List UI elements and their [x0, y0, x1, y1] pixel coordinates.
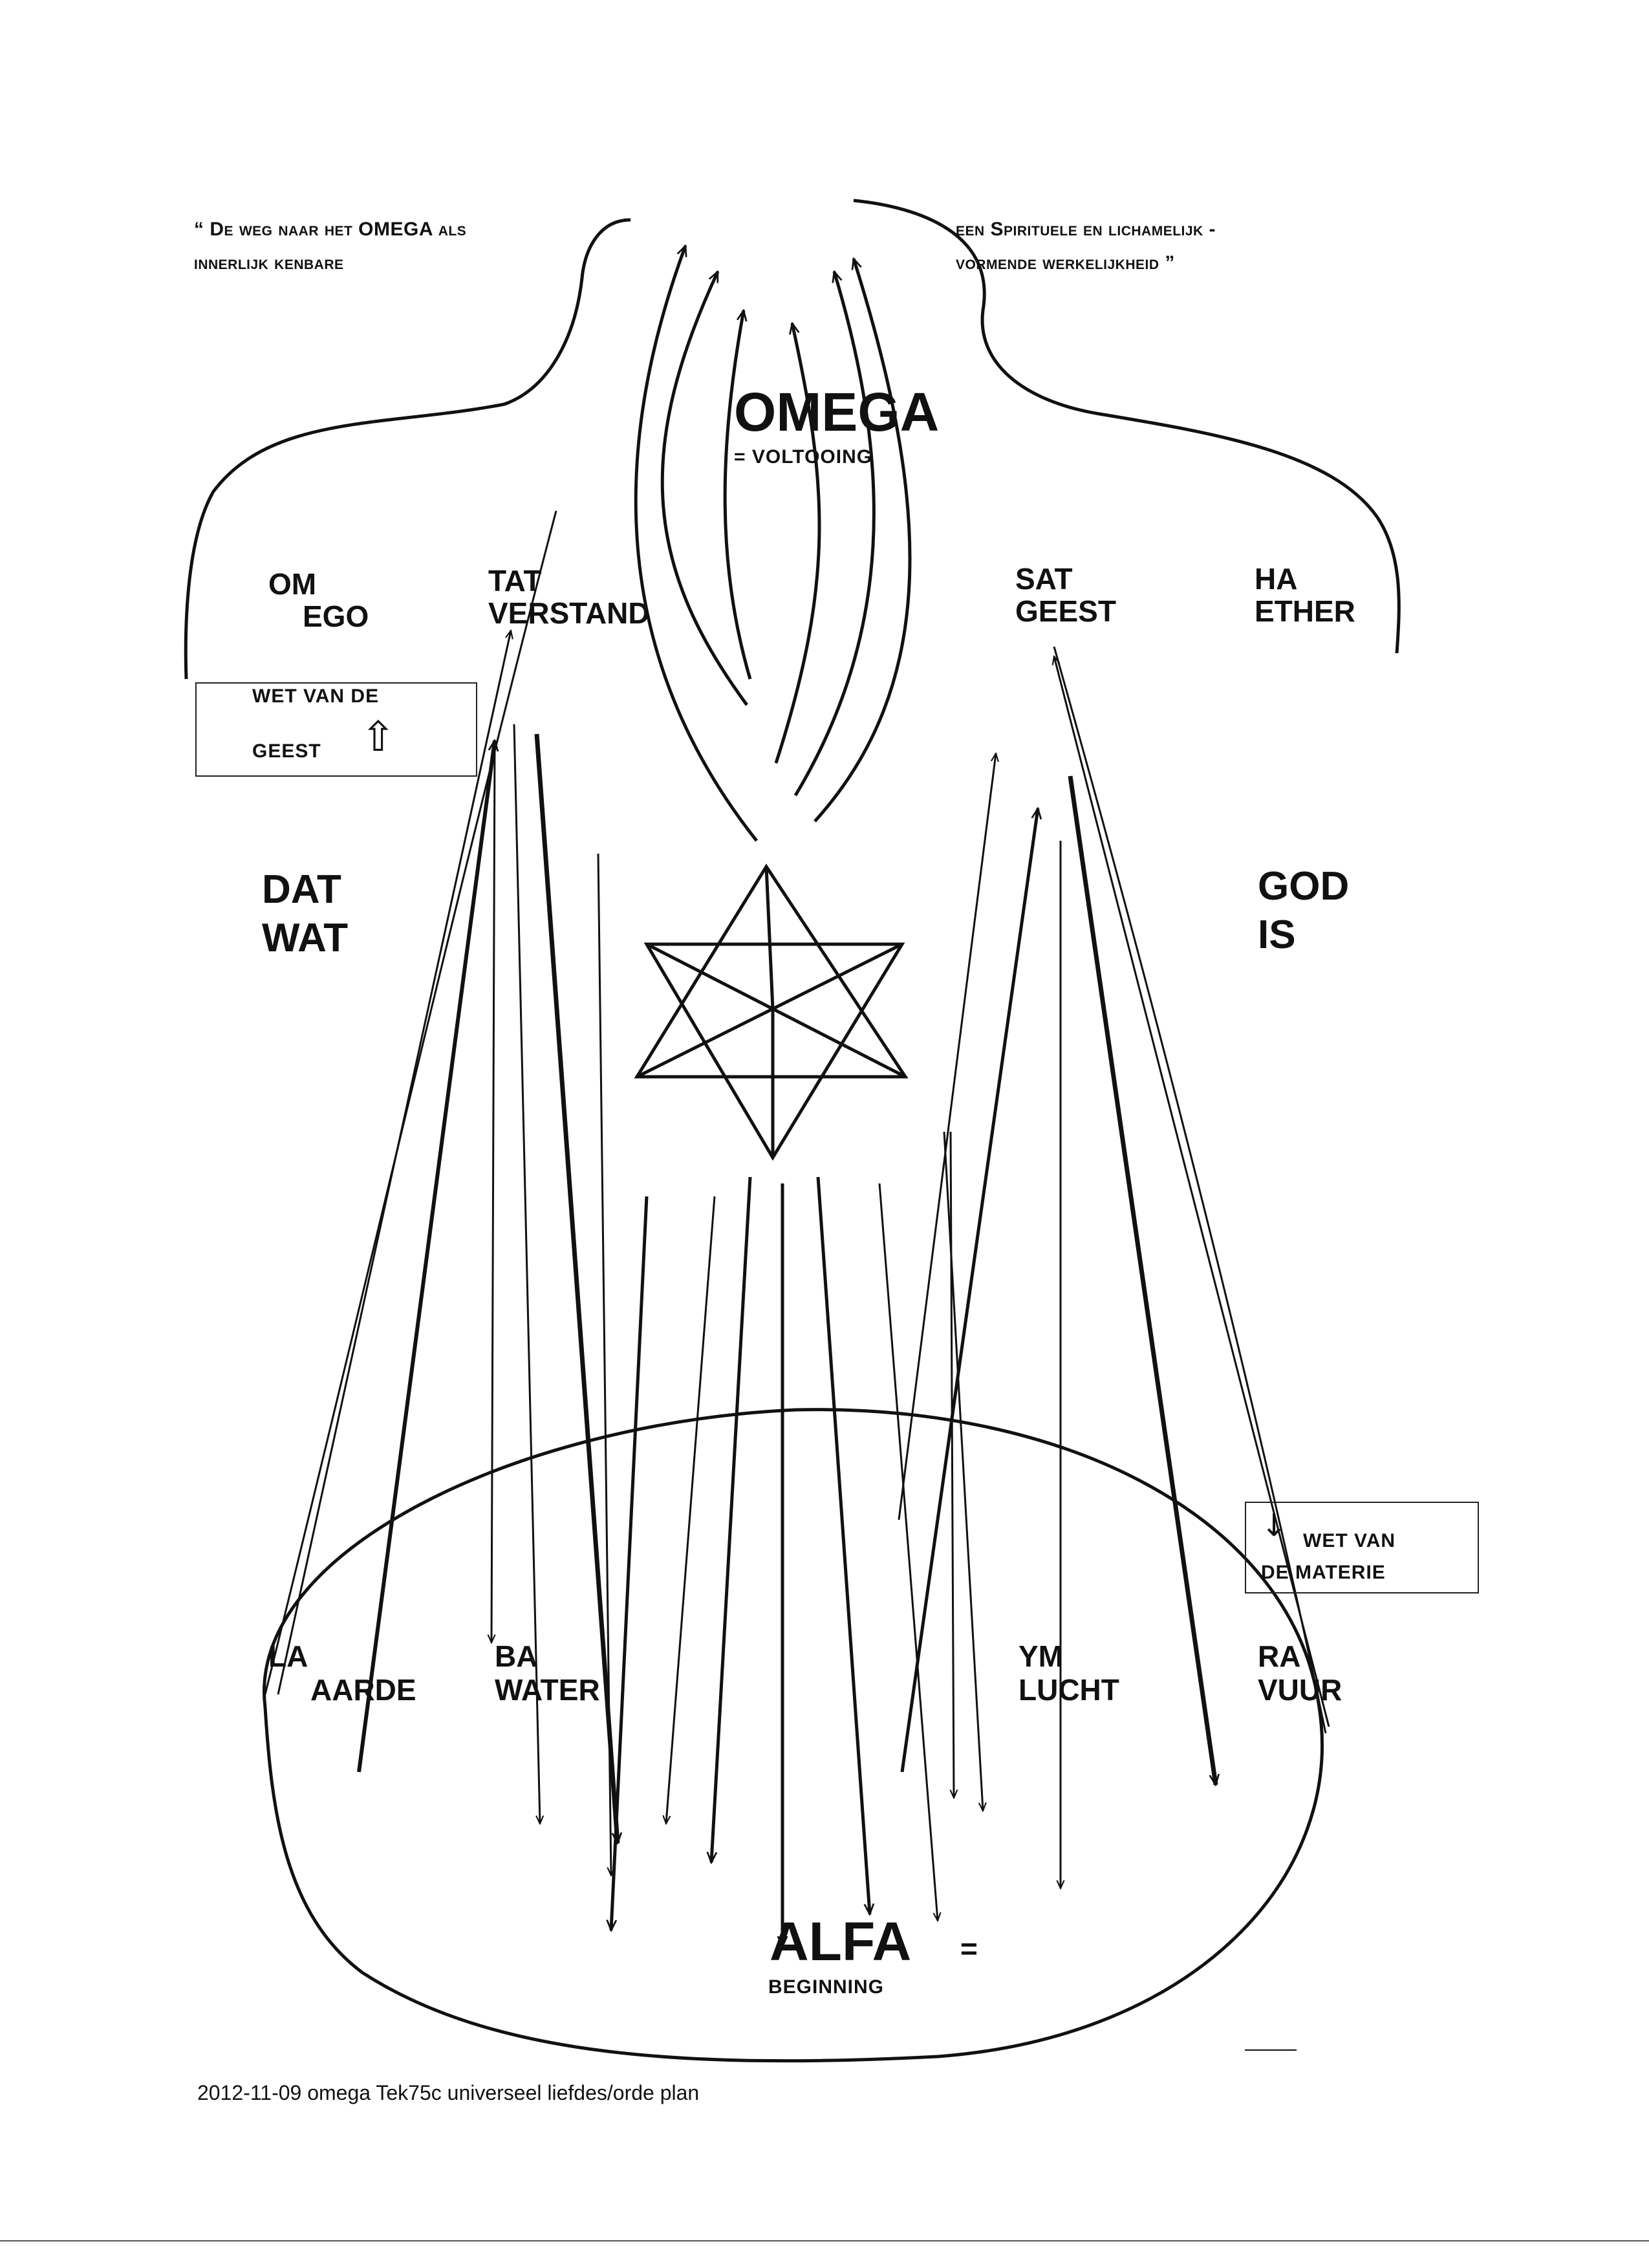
label-tat: TAT: [488, 564, 542, 598]
label-la: LA: [268, 1639, 308, 1673]
label-ym: YM: [1018, 1639, 1063, 1673]
label-sat: SAT: [1015, 562, 1073, 596]
alfa-ellipse: [263, 1408, 1324, 2063]
label-ha: HA: [1255, 562, 1298, 596]
omega-flow-curve: [774, 323, 821, 764]
box-geest-line1: WET VAN DE: [252, 686, 380, 707]
label-ra: RA: [1258, 1639, 1301, 1673]
box-materie-line1: WET VAN: [1303, 1530, 1396, 1551]
figure-outline-right: [853, 199, 1401, 654]
label-lucht: LUCHT: [1018, 1673, 1119, 1707]
quote-left-line1: “ De weg naar het OMEGA als: [194, 219, 467, 240]
figure-dress-right: [1053, 646, 1327, 1734]
alfa-title: ALFA: [770, 1911, 912, 1972]
footer-caption: 2012-11-09 omega Tek75c universeel liefd…: [197, 2081, 700, 2104]
label-verstand: VERSTAND: [488, 596, 650, 630]
figure-outline: [184, 218, 631, 680]
omega-flow-curve: [793, 272, 876, 797]
up-double-arrow-icon: ⇧: [361, 713, 396, 761]
omega-subtitle: = VOLTOOING: [734, 446, 873, 468]
label-god: GOD: [1258, 864, 1350, 909]
omega-flow-curve: [634, 246, 758, 842]
label-vuur: VUUR: [1258, 1673, 1342, 1707]
label-aarde: AARDE: [310, 1673, 416, 1707]
label-om: OM: [268, 567, 317, 601]
label-water: WATER: [495, 1673, 600, 1707]
down-arrow-icon: ↓: [1261, 1507, 1288, 1544]
alfa-equals: =: [960, 1932, 978, 1965]
label-ether: ETHER: [1255, 594, 1355, 628]
alfa-subtitle: BEGINNING: [768, 1976, 885, 1998]
label-dat: DAT: [262, 867, 341, 912]
omega-title: OMEGA: [734, 382, 940, 442]
energy-arrows: [277, 631, 1330, 1947]
box-geest-line2: GEEST: [252, 740, 321, 762]
label-ego: EGO: [303, 599, 369, 633]
quote-right-line1: een Spirituele en lichamelijk -: [956, 219, 1216, 240]
label-geest: GEEST: [1015, 594, 1116, 628]
quote-right-line2: vormende werkelijkheid ”: [956, 252, 1175, 274]
box-wet-van-de-geest: [195, 682, 477, 777]
label-is: IS: [1258, 913, 1296, 957]
box-materie-line2: DE MATERIE: [1261, 1562, 1386, 1583]
omega-flow-curve: [660, 272, 749, 706]
label-wat: WAT: [262, 916, 349, 960]
merkaba-star-icon: [634, 863, 909, 1161]
omega-flow-curve: [723, 310, 752, 680]
omega-flow-curve: [814, 259, 912, 823]
quote-left-line2: innerlijk kenbare: [194, 252, 344, 274]
label-ba: BA: [495, 1639, 538, 1673]
box-wet-van-de-materie: [1245, 1502, 1479, 1593]
